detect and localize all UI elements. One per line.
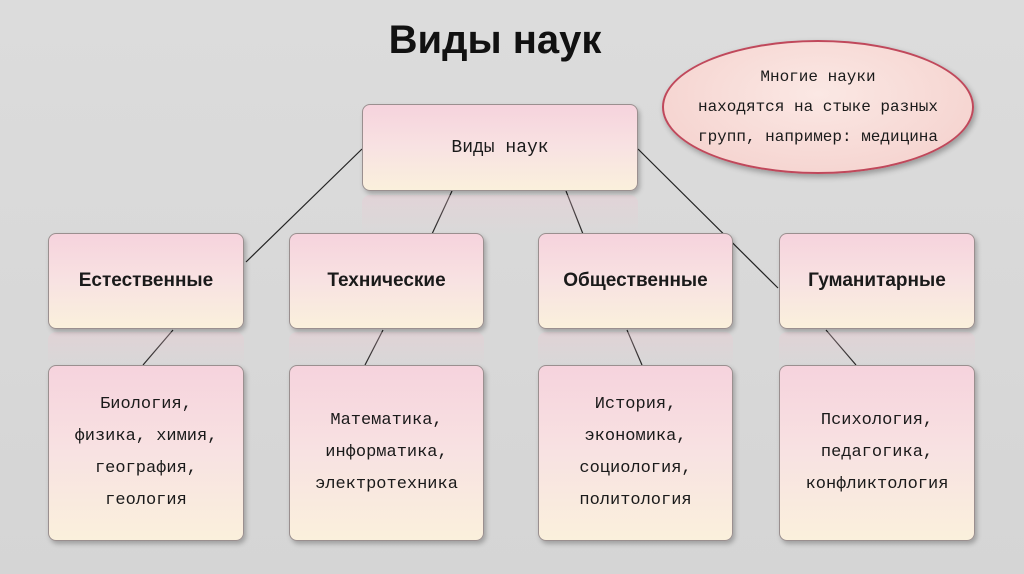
connector-humanities-items: [825, 329, 857, 366]
note-oval: Многие науки находятся на стыке разных г…: [662, 40, 974, 174]
category-natural: Естественные: [48, 233, 244, 329]
category-social: Общественные: [538, 233, 733, 329]
connector-root-natural: [245, 148, 363, 263]
category-humanities: Гуманитарные: [779, 233, 975, 329]
cat-reflection: [538, 332, 733, 366]
note-line: Многие науки: [760, 68, 876, 86]
root-label: Виды наук: [451, 137, 549, 158]
item-line: Биология,: [100, 395, 192, 414]
note-line: групп, например: медицина: [697, 128, 939, 146]
item-line: геология: [105, 491, 187, 510]
item-line: информатика,: [325, 443, 448, 462]
root-node: Виды наук: [362, 104, 638, 191]
item-line: электротехника: [315, 475, 458, 494]
connector-social-items: [626, 329, 643, 366]
category-label: Общественные: [563, 270, 708, 291]
category-technical: Технические: [289, 233, 484, 329]
category-label: Естественные: [78, 270, 214, 291]
category-label: Технические: [327, 270, 446, 291]
item-line: Психология,: [820, 411, 934, 430]
item-line: История,: [594, 395, 677, 414]
item-line: Математика,: [330, 411, 443, 430]
connector-natural-items: [142, 329, 174, 366]
item-line: конфликтология: [805, 475, 949, 494]
item-line: география,: [94, 459, 197, 478]
items-humanities: Психология, педагогика, конфликтология: [779, 365, 975, 541]
item-line: политология: [579, 491, 692, 510]
item-line: физика, химия,: [74, 427, 218, 446]
connector-root-humanities: [637, 148, 779, 289]
items-social: История, экономика, социология, политоло…: [538, 365, 733, 541]
connector-root-social: [565, 190, 584, 235]
slide-title: Виды наук: [388, 18, 602, 62]
cat-reflection: [48, 332, 244, 366]
cat-reflection: [289, 332, 484, 366]
category-label: Гуманитарные: [808, 270, 946, 291]
note-line: находятся на стыке разных: [697, 98, 939, 116]
connector-technical-items: [364, 329, 384, 366]
cat-reflection: [779, 332, 975, 366]
items-technical: Математика, информатика, электротехника: [289, 365, 484, 541]
item-line: педагогика,: [820, 443, 934, 462]
root-reflection: [362, 195, 638, 235]
connector-root-technical: [431, 190, 453, 235]
item-line: экономика,: [584, 427, 687, 446]
item-line: социология,: [579, 459, 692, 478]
items-natural: Биология, физика, химия, география, геол…: [48, 365, 244, 541]
